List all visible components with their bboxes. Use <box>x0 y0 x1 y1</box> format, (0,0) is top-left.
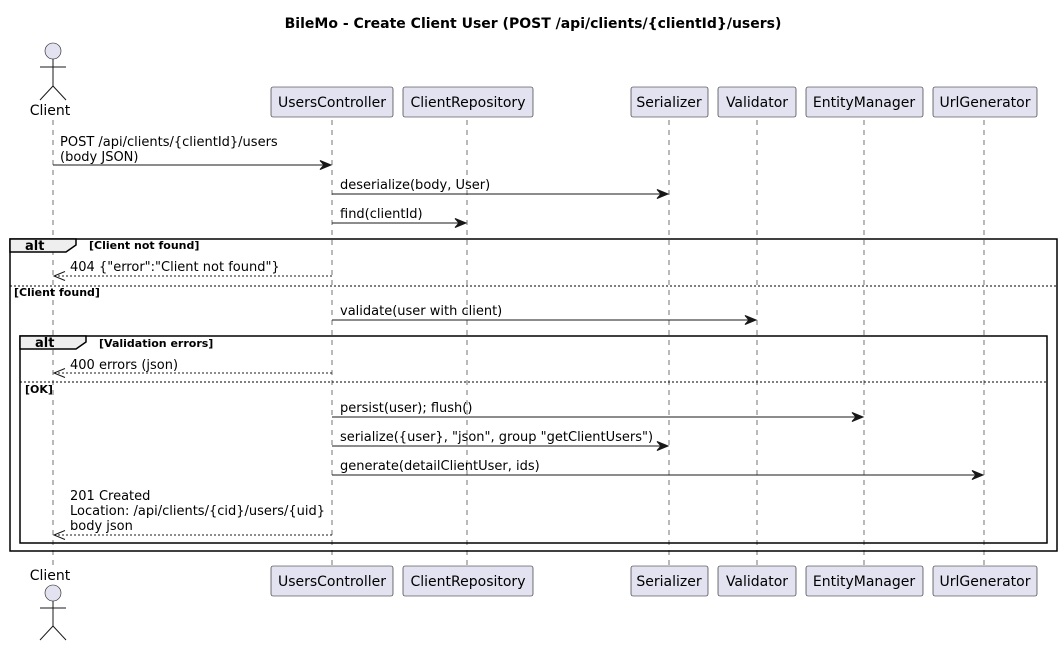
participant-label: UsersController <box>278 95 386 111</box>
arrow-head <box>656 189 670 199</box>
actor-head <box>44 584 62 602</box>
participant-validator-top: Validator <box>717 86 797 118</box>
fragment-alt-outer: alt [Client not found] [Client found] <box>9 238 1058 552</box>
actor-head <box>44 42 62 60</box>
participant-label: Validator <box>726 95 788 111</box>
participant-label: ClientRepository <box>411 95 526 111</box>
participant-entity-manager-top: EntityManager <box>805 86 924 118</box>
message-label: 404 {"error":"Client not found"} <box>70 260 280 275</box>
arrow-head <box>52 271 66 281</box>
message-created-response: 201 Created Location: /api/clients/{cid}… <box>52 489 332 540</box>
participant-label: UsersController <box>278 574 386 590</box>
arrow-head <box>744 315 758 325</box>
participant-validator-bottom: Validator <box>717 565 797 597</box>
fragment-condition: [Validation errors] <box>99 337 213 350</box>
diagram-title: BileMo - Create Client User (POST /api/c… <box>285 16 782 32</box>
message-find: find(clientId) <box>332 207 468 228</box>
arrow-head <box>52 530 66 540</box>
arrow-head <box>851 412 865 422</box>
participant-serializer-top: Serializer <box>630 86 709 118</box>
message-persist: persist(user); flush() <box>332 401 865 422</box>
fragment-condition: [OK] <box>25 383 53 396</box>
message-label: serialize({user}, "json", group "getClie… <box>340 430 653 445</box>
message-deserialize: deserialize(body, User) <box>332 178 670 199</box>
fragment-tab <box>19 335 87 350</box>
participant-entity-manager-bottom: EntityManager <box>805 565 924 597</box>
fragment-frame <box>9 238 1058 552</box>
message-label: 201 Created <box>70 489 150 504</box>
participant-serializer-bottom: Serializer <box>630 565 709 597</box>
participant-label: UrlGenerator <box>940 574 1031 590</box>
message-serialize: serialize({user}, "json", group "getClie… <box>332 430 670 451</box>
arrow-head <box>52 368 66 378</box>
message-label: persist(user); flush() <box>340 401 472 416</box>
participant-users-controller-top: UsersController <box>270 86 394 118</box>
participant-users-controller-bottom: UsersController <box>270 565 394 597</box>
arrow-head <box>319 160 333 170</box>
participant-url-generator-bottom: UrlGenerator <box>932 565 1038 597</box>
actor-label: Client <box>30 103 71 119</box>
participant-label: Serializer <box>636 574 701 590</box>
arrow-head <box>656 441 670 451</box>
fragment-condition: [Client found] <box>14 286 100 299</box>
message-errors-response: 400 errors (json) <box>52 358 332 378</box>
fragment-condition: [Client not found] <box>89 239 199 252</box>
participant-client-repository-top: ClientRepository <box>402 86 534 118</box>
arrow-head <box>454 218 468 228</box>
message-label: find(clientId) <box>340 207 423 222</box>
message-label: Location: /api/clients/{cid}/users/{uid} <box>70 504 325 519</box>
fragment-tab <box>9 238 77 253</box>
message-label: generate(detailClientUser, ids) <box>340 459 540 474</box>
message-label: (body JSON) <box>60 150 138 165</box>
message-label: deserialize(body, User) <box>340 178 490 193</box>
message-generate: generate(detailClientUser, ids) <box>332 459 985 480</box>
participant-label: EntityManager <box>813 574 915 590</box>
participant-url-generator-top: UrlGenerator <box>932 86 1038 118</box>
arrow-head <box>971 470 985 480</box>
message-label: POST /api/clients/{clientId}/users <box>60 135 278 150</box>
participant-label: Validator <box>726 574 788 590</box>
fragment-keyword: alt <box>25 239 44 254</box>
actor-label: Client <box>30 568 71 584</box>
fragment-keyword: alt <box>35 336 54 351</box>
actor-client-bottom: Client <box>30 568 71 641</box>
message-label: body json <box>70 519 133 534</box>
message-label: validate(user with client) <box>340 304 502 319</box>
fragment-frame <box>19 335 1048 544</box>
message-validate: validate(user with client) <box>332 304 758 325</box>
participant-label: UrlGenerator <box>940 95 1031 111</box>
message-post-request: POST /api/clients/{clientId}/users (body… <box>53 135 333 170</box>
message-label: 400 errors (json) <box>70 358 178 373</box>
actor-client-top: Client <box>30 42 71 119</box>
fragment-alt-inner: alt [Validation errors] [OK] <box>19 335 1048 544</box>
participant-label: EntityManager <box>813 95 915 111</box>
participant-label: ClientRepository <box>411 574 526 590</box>
participant-client-repository-bottom: ClientRepository <box>402 565 534 597</box>
message-not-found-response: 404 {"error":"Client not found"} <box>52 260 332 281</box>
participant-label: Serializer <box>636 95 701 111</box>
